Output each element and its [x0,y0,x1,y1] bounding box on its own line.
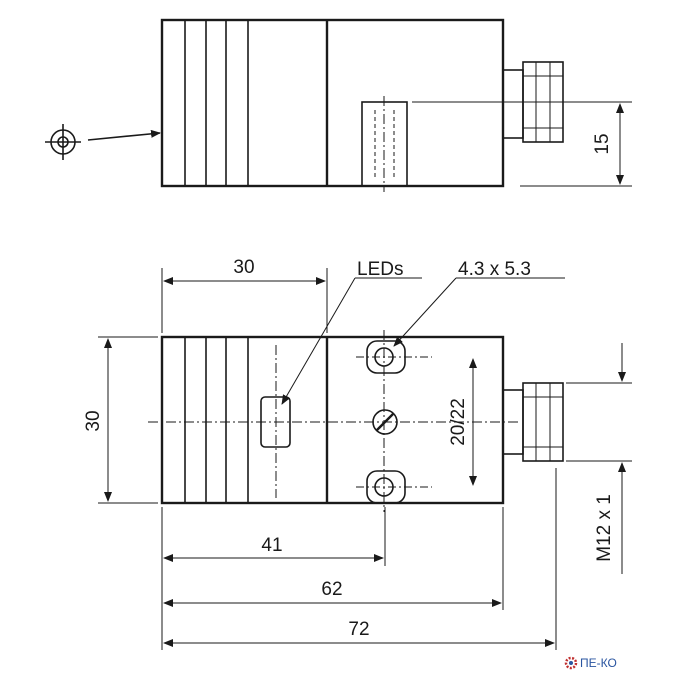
gear-icon [564,656,578,670]
dim-30-left-label: 30 [83,410,104,431]
dim-72-label: 72 [348,619,369,640]
led-window [260,396,291,448]
mounting-hole-bottom [356,470,432,504]
dim-15-label: 15 [592,133,613,154]
front-view: LEDs 4.3 x 5.3 30 30 20/22 M12 x 1 41 [83,257,632,650]
dim-41-label: 41 [261,535,282,556]
mounting-hole-top [356,340,432,374]
leds-leader [281,277,356,405]
sensing-face-icon [45,124,81,160]
sensing-face-arrow [87,129,161,141]
dim-holes-label: 20/22 [448,398,469,446]
dim-thread-label: M12 x 1 [594,494,615,562]
dim-62-label: 62 [321,579,342,600]
slot-label: 4.3 x 5.3 [458,259,531,280]
watermark: ПЕ-КО [564,656,617,670]
watermark-text: ПЕ-КО [580,656,617,670]
dim-30-top-label: 30 [233,257,254,278]
side-housing [160,18,505,188]
side-view: 15 [45,18,632,192]
front-connector [502,382,564,462]
leds-label: LEDs [357,259,403,280]
slot-leader [393,277,457,347]
center-screw-icon [372,409,398,435]
